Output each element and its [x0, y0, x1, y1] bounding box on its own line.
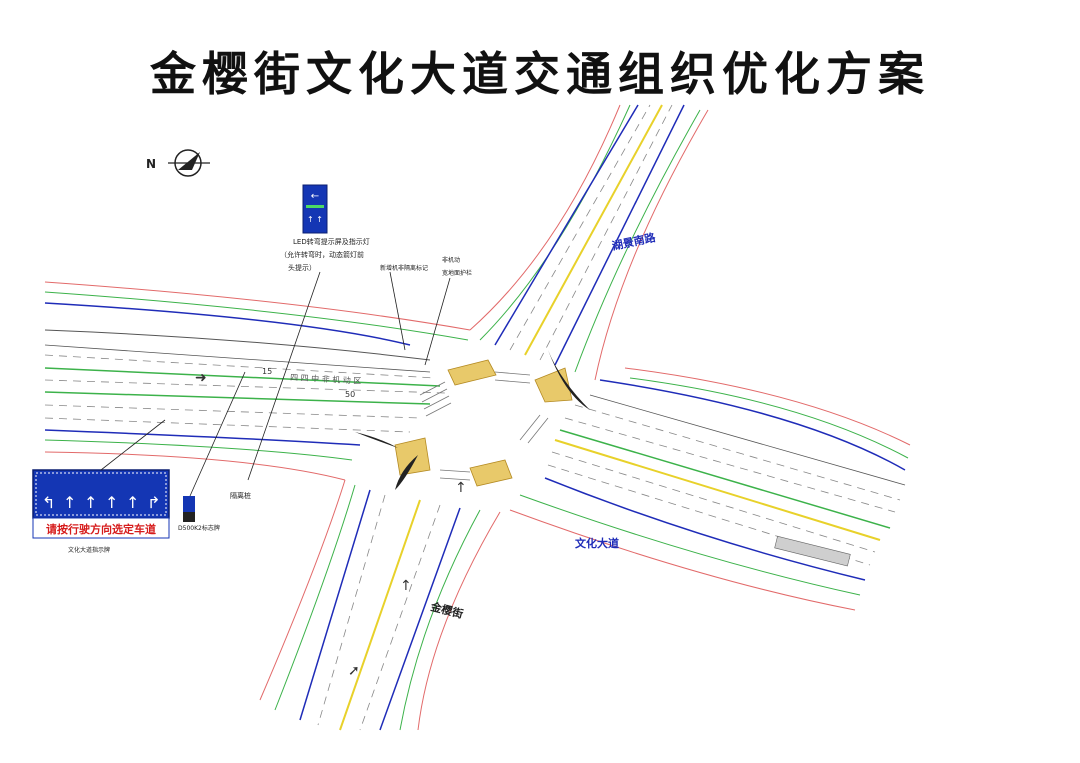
road-name-wenhua: 文化大道 — [575, 536, 619, 550]
lane-guidance-sign: ↰ ↑ ↑ ↑ ↑ ↱ — [32, 469, 170, 539]
led-arrow-icon: ← — [311, 191, 319, 202]
north-label: N — [146, 157, 156, 171]
hatched-zone — [774, 535, 851, 567]
led-annotation-line1: LED转弯提示屏及指示灯 — [293, 237, 370, 246]
small-sign-caption: D500K2标志牌 — [178, 524, 220, 532]
north-compass — [168, 149, 210, 177]
svg-text:↑: ↑ — [63, 493, 76, 512]
lane-label-50: 50 — [345, 390, 355, 399]
led-annotation-line2: （允许转弯时，动态箭灯前 — [280, 250, 364, 259]
svg-text:↑: ↑ — [126, 493, 139, 512]
road-name-jinying: 金樱街 — [428, 599, 464, 621]
sign-caption: 文化大道指示牌 — [68, 546, 110, 554]
lane-label-15: 15 — [262, 367, 272, 376]
new-marking-note: 新增机非隔离标记 — [380, 264, 428, 272]
crosswalks — [394, 359, 573, 487]
svg-text:➚: ➚ — [348, 663, 360, 679]
lane-arrows-icon: ↰ ↑ ↑ ↑ ↑ ↱ — [42, 493, 160, 512]
led-annotation-line3: 头提示） — [288, 263, 316, 272]
traffic-islands — [355, 350, 590, 490]
guardrail-note-2: 宽地面护栏 — [442, 269, 472, 277]
small-sign-icon — [183, 496, 195, 522]
led-leader-line — [247, 271, 321, 481]
svg-text:↑: ↑ — [400, 578, 412, 594]
road-text: 四 四 中 非 机 动 区 — [290, 372, 362, 386]
svg-text:↱: ↱ — [147, 493, 160, 512]
svg-text:↑: ↑ — [455, 480, 467, 496]
lane-sign-text: 请按行驶方向选定车道 — [46, 522, 156, 536]
led-sign: ← ↑ ↑ — [302, 184, 328, 234]
wenhua-road — [44, 281, 911, 611]
bollard-note: 隔离桩 — [230, 491, 251, 500]
guardrail-note-1: 非机动 — [442, 256, 460, 264]
svg-text:↑: ↑ — [84, 493, 97, 512]
svg-text:↑: ↑ — [105, 493, 118, 512]
svg-text:↑ ↑: ↑ ↑ — [307, 215, 323, 224]
cross-road — [259, 104, 709, 731]
svg-text:➜: ➜ — [195, 370, 207, 386]
road-arrows: ➜ ↑ ➚ ↑ — [195, 370, 467, 679]
svg-text:↰: ↰ — [42, 493, 55, 512]
page-title: 金樱街文化大道交通组织优化方案 — [150, 47, 930, 101]
